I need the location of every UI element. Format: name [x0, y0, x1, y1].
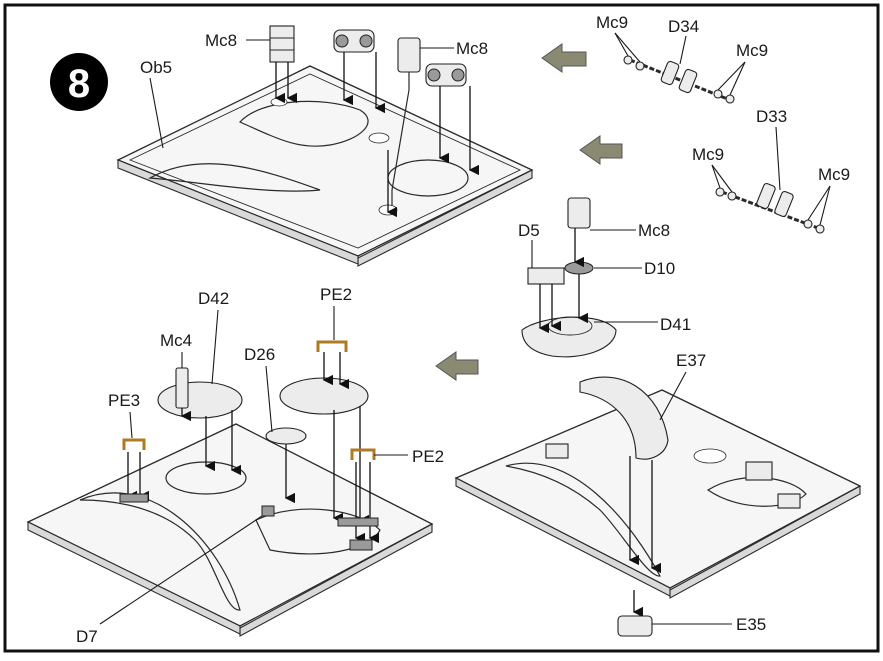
- direction-arrow-1: [541, 43, 587, 73]
- part-d7: [261, 505, 275, 517]
- photo-etch-pe2-a: [279, 340, 370, 526]
- label-d7: D7: [76, 627, 98, 646]
- step-number: 8: [68, 62, 90, 106]
- part-e37: [579, 376, 669, 574]
- step-badge: 8: [50, 53, 108, 111]
- label-mc8-b: Mc8: [456, 39, 488, 58]
- label-d33: D33: [756, 107, 787, 126]
- label-e35: E35: [736, 615, 766, 634]
- label-mc4: Mc4: [160, 331, 192, 350]
- part-d26: [265, 427, 307, 504]
- label-pe2-a: PE2: [320, 285, 352, 304]
- label-d34: D34: [668, 17, 699, 36]
- turret-ring-subassembly: [521, 197, 617, 358]
- photo-etch-pe3: [119, 438, 150, 503]
- label-mc9-a: Mc9: [596, 13, 628, 32]
- label-mc9-d: Mc9: [818, 165, 850, 184]
- part-e35: [617, 590, 653, 637]
- label-d41: D41: [660, 315, 691, 334]
- lower-hull-plate-left: [26, 423, 434, 637]
- direction-arrow-3: [435, 351, 479, 381]
- label-pe2-b: PE2: [412, 447, 444, 466]
- label-d42: D42: [198, 289, 229, 308]
- label-mc8-a: Mc8: [205, 31, 237, 50]
- label-pe3: PE3: [108, 391, 140, 410]
- label-d26: D26: [244, 345, 275, 364]
- label-d5: D5: [518, 221, 540, 240]
- mc8-part-a: [269, 25, 298, 104]
- axle-assembly-d34: [623, 55, 735, 104]
- page-border: [3, 3, 880, 653]
- bracket-assembly-top-right: [425, 63, 480, 176]
- axle-assembly-d33: [715, 182, 825, 234]
- label-mc9-c: Mc9: [692, 145, 724, 164]
- label-d10: D10: [644, 259, 675, 278]
- label-e37: E37: [676, 351, 706, 370]
- mc8-part-b: [386, 37, 421, 218]
- label-mc8-c: Mc8: [638, 221, 670, 240]
- label-mc9-b: Mc9: [736, 41, 768, 60]
- upper-hull-plate-top: [116, 65, 534, 267]
- bracket-assembly-top-left: [333, 29, 386, 114]
- label-ob5: Ob5: [140, 58, 172, 77]
- direction-arrow-2: [579, 135, 623, 165]
- lower-hull-plate-right: [454, 389, 862, 599]
